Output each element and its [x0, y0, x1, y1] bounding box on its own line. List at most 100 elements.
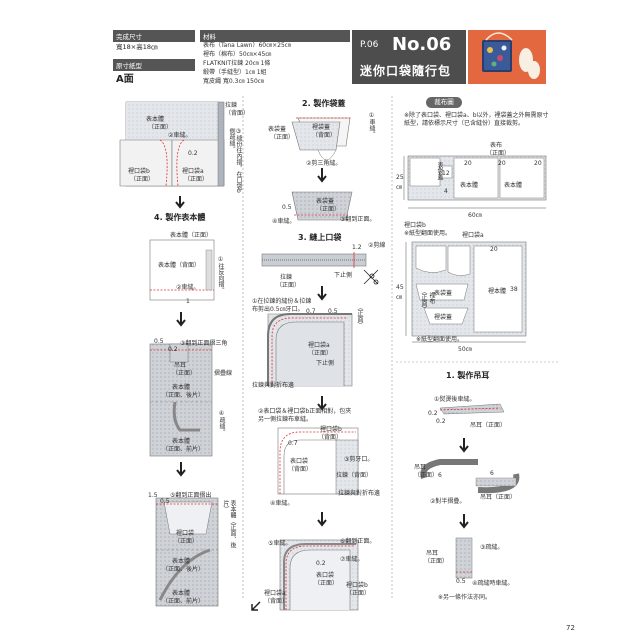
- materials-label: 材料: [200, 30, 350, 42]
- label-pocket-a-c-side: （背面）: [264, 598, 289, 605]
- label-front2-side: （正面、前片）: [162, 446, 205, 453]
- label-zipper: 拉鍊: [225, 102, 238, 109]
- label-lining-pocket: 裡口袋: [176, 530, 195, 537]
- figure-zipper-pocket: [119, 101, 225, 187]
- label-cm-45: ㎝: [396, 294, 403, 301]
- label-sew-loop: ③疏縫。: [480, 544, 504, 551]
- label-pocket-a-side: （正面）: [184, 176, 209, 183]
- material-item: 裡布（棉布）50㎝×45㎝: [203, 51, 272, 58]
- label-step3: ③翻到正面摺三角: [180, 340, 228, 347]
- label-02b-loop: 0.2: [436, 418, 446, 425]
- figure-zipper-pocket-a: [267, 313, 353, 387]
- label-step-note: ③縫份往內摺，在口袋b側疏縫。: [228, 128, 242, 193]
- label-zip: 拉鍊: [280, 274, 293, 281]
- label-fold: ①往反向摺。: [217, 256, 224, 293]
- figure-flap: [291, 117, 352, 161]
- label-zip2: （正面）: [356, 304, 363, 328]
- label-loop4: 吊耳: [426, 550, 439, 557]
- label-02a-loop: 0.2: [428, 410, 438, 417]
- label-25: 25: [396, 174, 404, 181]
- label-pocket-b-back-side: （背面）: [318, 434, 343, 441]
- label-1: 1: [186, 298, 190, 305]
- label-60: 60㎝: [468, 212, 482, 219]
- label-cover-cut: 表袋蓋: [436, 162, 443, 180]
- label-15: 1.5: [148, 492, 158, 499]
- label-outer-c: 表本體: [172, 558, 191, 565]
- material-item: FLATKNIT拉鍊 20㎝ 1條: [203, 60, 271, 67]
- label-pocket-b: 裡口袋b: [128, 168, 150, 175]
- label-05c: 0.5: [160, 498, 170, 505]
- label-note-zip: 拉鍊與對折布邊: [252, 382, 295, 389]
- label-45: 45: [396, 284, 404, 291]
- label-05: 0.5: [154, 338, 164, 345]
- label-front-back-side: （正面、後片）: [162, 392, 205, 399]
- label-50: 50㎝: [458, 346, 472, 353]
- label-pocket-a-zip-side: （正面）: [308, 350, 333, 357]
- label-pocket-a-zip: 裡口袋a: [308, 342, 330, 349]
- label-02b: 0.2: [168, 346, 178, 353]
- project-title-box: P.06 No.06 迷你口袋隨行包: [352, 30, 466, 84]
- label-lining-cover2: 裡袋蓋: [434, 314, 453, 321]
- label-pocket-a: 裡口袋a: [182, 168, 204, 175]
- finished-size-value: 寬18×高18㎝: [116, 43, 158, 51]
- label-outer-side: （正面）: [148, 124, 173, 131]
- label-lining-fabric: 裡布: [428, 292, 435, 304]
- label-turn6: ⑥翻到正面。: [340, 538, 376, 545]
- label-outer-pocket-c-side: （正面）: [314, 580, 339, 587]
- label-dim-20a: 20: [464, 160, 472, 167]
- label-outer2-cut: 表本體: [504, 182, 523, 189]
- label-cut-thread: ②剪線: [368, 242, 386, 249]
- label-step5: ⑤翻到正面摺出: [170, 492, 212, 499]
- label-cut: ②剪三角縫。: [306, 160, 342, 167]
- label-pocket-b-c-side: （正面）: [346, 590, 371, 597]
- label-fold-loop: ②對半摺疊。: [430, 498, 466, 505]
- label-loop4-side: （正面）: [424, 558, 449, 565]
- label-pocket-b-cut: 裡口袋b: [404, 222, 426, 229]
- figure-loop-finished: [455, 537, 473, 579]
- label-cover-side: （正面）: [270, 134, 295, 141]
- materials-list: 表布（Tana Lawn）60㎝×25㎝ 裡布（棉布）50㎝×45㎝ FLATK…: [203, 41, 291, 86]
- material-item: 緞帶（手縫型）1㎝ 1組: [203, 69, 267, 76]
- label-lining-pocket-side: （正面）: [174, 538, 199, 545]
- label-loop-side: （正面）: [172, 370, 197, 377]
- label-sew7: ⑦車縫。: [340, 556, 364, 563]
- label-zip-side: （正面）: [276, 282, 301, 289]
- figure-flap-turned: [291, 191, 353, 221]
- label-sew5: ⑤車縫。: [268, 540, 292, 547]
- label-bottom2: 下止側: [316, 360, 335, 367]
- figure-outer-front-back: [149, 343, 213, 457]
- cutting-diagram-outer: [403, 155, 547, 209]
- pattern-value: A面: [116, 74, 134, 85]
- label-step-pocket-b: ②表口袋＆裡口袋b正面相對，包夾另一側拉鍊布車縫。: [258, 408, 352, 423]
- label-step-sew: ②車縫。: [168, 132, 192, 139]
- figure-outer-body: [149, 239, 215, 301]
- label-front-back: 表本體: [172, 384, 191, 391]
- label-zipper-side: （背面）: [225, 110, 250, 117]
- material-item: 表布（Tana Lawn）60㎝×25㎝: [203, 42, 291, 49]
- label-outer: 表本體: [146, 116, 165, 123]
- label-loop3: 吊耳（正面）: [480, 494, 517, 501]
- label-outer-c-side: （正面、後片）: [162, 566, 205, 573]
- project-title: 迷你口袋隨行包: [360, 64, 452, 78]
- label-outer-pocket-side: （背面）: [288, 466, 313, 473]
- label-dim-20b: 20: [498, 160, 506, 167]
- label-4-cut: 4: [444, 188, 448, 195]
- label-05-cover: 0.5: [282, 204, 292, 211]
- label-pocket-a-c: 裡口袋a: [264, 590, 286, 597]
- label-sew-cover: ①車縫。: [368, 112, 375, 137]
- section-2-title: 2. 製作袋蓋: [302, 99, 346, 108]
- section-4-title: 4. 製作表本體: [154, 213, 206, 222]
- label-pocket-b-note: ※紙型翻面使用。: [404, 230, 452, 237]
- label-02: 0.2: [188, 150, 198, 157]
- label-12: 1.2: [352, 244, 362, 251]
- label-pocket-b-side: （正面）: [130, 176, 155, 183]
- product-photo: [468, 30, 546, 84]
- label-sew-b: ④車縫。: [270, 500, 294, 507]
- label-sew: ②車縫。: [176, 284, 200, 291]
- label-outer-pocket-c: 表口袋: [316, 572, 335, 579]
- label-outer-front-c-side: （正面、前片）: [162, 598, 205, 605]
- label-outer-fabric: 表布: [490, 142, 503, 149]
- label-pocket-b-c: 裡口袋b: [346, 582, 368, 589]
